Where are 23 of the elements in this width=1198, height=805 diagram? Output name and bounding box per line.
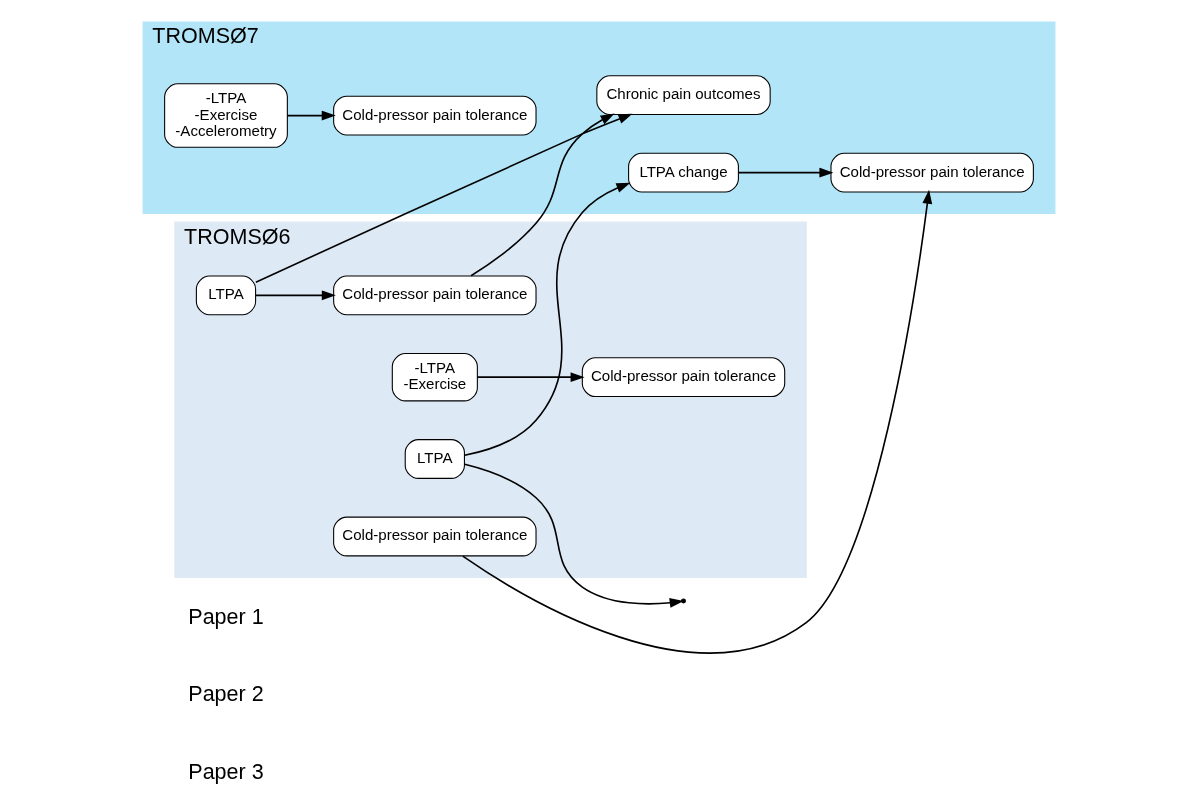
arrow (470, 113, 615, 277)
arrow (463, 182, 631, 456)
node-box: -LTPA -Exercise (391, 352, 478, 401)
arrow (461, 189, 933, 654)
arrow (463, 463, 684, 608)
label: Paper 3 (188, 759, 264, 784)
node-box: Cold-pressor pain tolerance (830, 152, 1034, 193)
arrow (476, 371, 585, 382)
arrow (737, 167, 834, 178)
arrow (286, 110, 336, 120)
label: Paper 2 (188, 681, 264, 706)
arrow (255, 113, 633, 283)
node-box: Chronic pain outcomes (596, 74, 771, 115)
arrow (255, 289, 336, 300)
node-box: LTPA (404, 438, 465, 479)
node-box: Cold-pressor pain tolerance (333, 274, 537, 315)
node-box: -LTPA -Exercise -Accelerometry (164, 82, 288, 148)
node-box: Cold-pressor pain tolerance (333, 516, 537, 556)
node-box: LTPA change (628, 152, 739, 193)
node-box: Cold-pressor pain tolerance (581, 356, 786, 397)
node-box: Cold-pressor pain tolerance (333, 95, 537, 135)
label: Paper 1 (188, 604, 264, 629)
node-box: LTPA (195, 274, 257, 315)
